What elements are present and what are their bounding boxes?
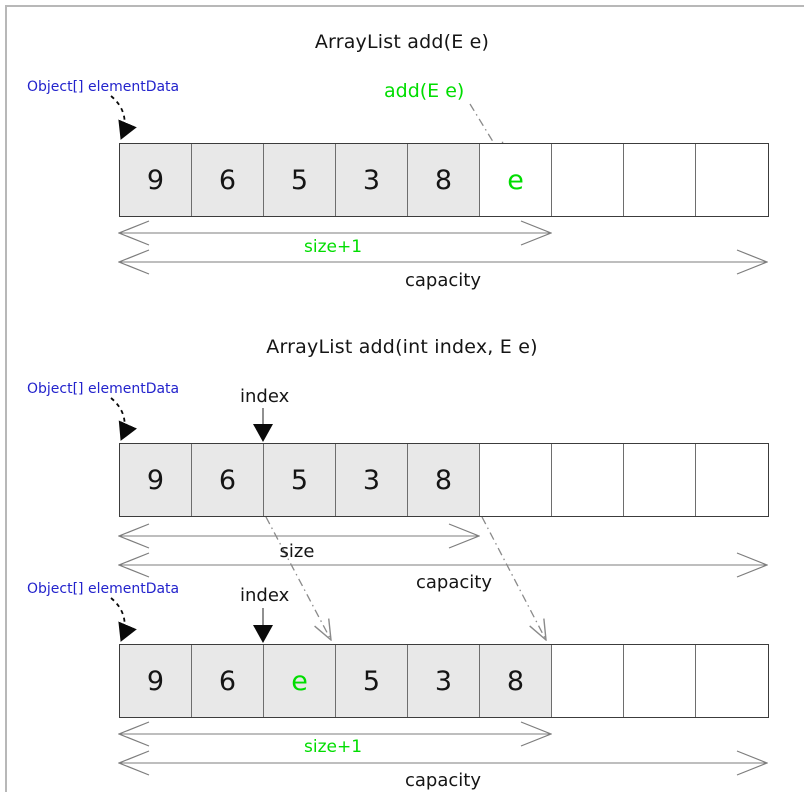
index-label-2: index <box>240 585 290 606</box>
elementdata-label-2: Object[] elementData <box>27 381 180 397</box>
array-cell: 8 <box>408 144 480 216</box>
array-cell: 3 <box>336 144 408 216</box>
capacity-label-2: capacity <box>416 572 492 593</box>
page-frame <box>5 5 804 792</box>
size-label: size <box>279 541 315 562</box>
array-cell: 5 <box>336 645 408 717</box>
size-plus-1-label-1: size+1 <box>303 237 363 257</box>
size-plus-1-label-2: size+1 <box>303 737 363 757</box>
array-3: 9 6 e 5 3 8 <box>119 644 769 718</box>
array-cell: 8 <box>408 444 480 516</box>
array-cell: 9 <box>120 444 192 516</box>
array-cell <box>624 444 696 516</box>
array-cell: 5 <box>264 144 336 216</box>
array-cell <box>624 144 696 216</box>
add-e-label: add(E e) <box>384 80 465 102</box>
capacity-label-3: capacity <box>405 770 481 791</box>
array-cell <box>552 645 624 717</box>
array-cell <box>480 444 552 516</box>
index-label-1: index <box>240 386 290 407</box>
array-cell: 6 <box>192 444 264 516</box>
array-cell <box>624 645 696 717</box>
array-cell <box>696 444 768 516</box>
elementdata-label-1: Object[] elementData <box>27 79 180 95</box>
capacity-label-1: capacity <box>405 270 481 291</box>
array-cell-new-element: e <box>264 645 336 717</box>
array-cell: 8 <box>480 645 552 717</box>
array-cell: 6 <box>192 144 264 216</box>
array-1: 9 6 5 3 8 e <box>119 143 769 217</box>
array-cell: 5 <box>264 444 336 516</box>
array-cell: 3 <box>408 645 480 717</box>
array-cell: 9 <box>120 645 192 717</box>
array-cell: 9 <box>120 144 192 216</box>
array-cell-new-element: e <box>480 144 552 216</box>
array-cell <box>696 144 768 216</box>
array-cell: 6 <box>192 645 264 717</box>
elementdata-label-3: Object[] elementData <box>27 581 180 597</box>
section2-title: ArrayList add(int index, E e) <box>266 336 538 358</box>
array-cell <box>552 144 624 216</box>
array-cell: 3 <box>336 444 408 516</box>
array-cell <box>552 444 624 516</box>
section1-title: ArrayList add(E e) <box>314 31 490 53</box>
array-2: 9 6 5 3 8 <box>119 443 769 517</box>
array-cell <box>696 645 768 717</box>
